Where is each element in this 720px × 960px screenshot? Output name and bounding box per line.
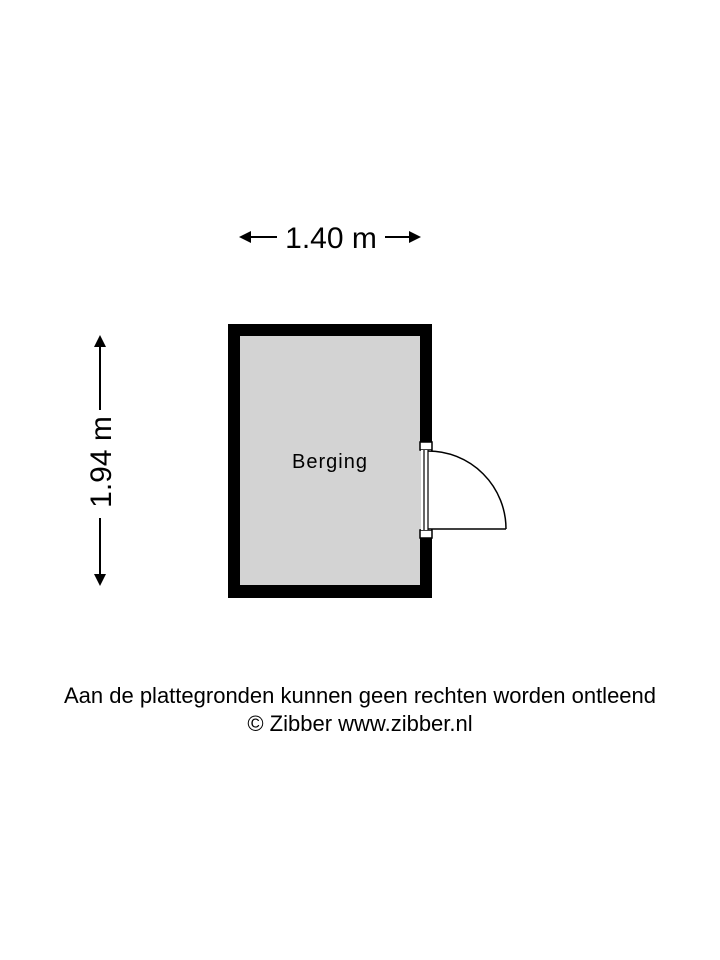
width-arrow-left-head xyxy=(239,231,251,243)
width-arrow-right-head xyxy=(409,231,421,243)
door-swing-arc xyxy=(427,450,507,530)
wall-top xyxy=(228,324,432,336)
height-dimension: 1.94 m xyxy=(85,335,118,586)
height-label: 1.94 m xyxy=(85,416,118,508)
door-jamb-top xyxy=(419,441,433,451)
height-arrow-bottom-head xyxy=(94,574,106,586)
wall-right-lower xyxy=(420,537,432,598)
wall-left xyxy=(228,324,240,598)
room-floor xyxy=(234,330,426,593)
wall-right-upper xyxy=(420,324,432,442)
door-opening xyxy=(421,450,431,530)
width-dimension: 1.40 m xyxy=(239,222,421,255)
disclaimer-text: Aan de plattegronden kunnen geen rechten… xyxy=(63,683,657,708)
width-label: 1.40 m xyxy=(285,222,377,255)
room-label: Berging xyxy=(292,451,368,473)
room-berging: Berging xyxy=(228,324,507,598)
copyright-text: © Zibber www.zibber.nl xyxy=(247,711,473,736)
height-arrow-top-head xyxy=(94,335,106,347)
wall-bottom xyxy=(228,585,432,598)
door-jamb-bottom xyxy=(419,529,433,539)
